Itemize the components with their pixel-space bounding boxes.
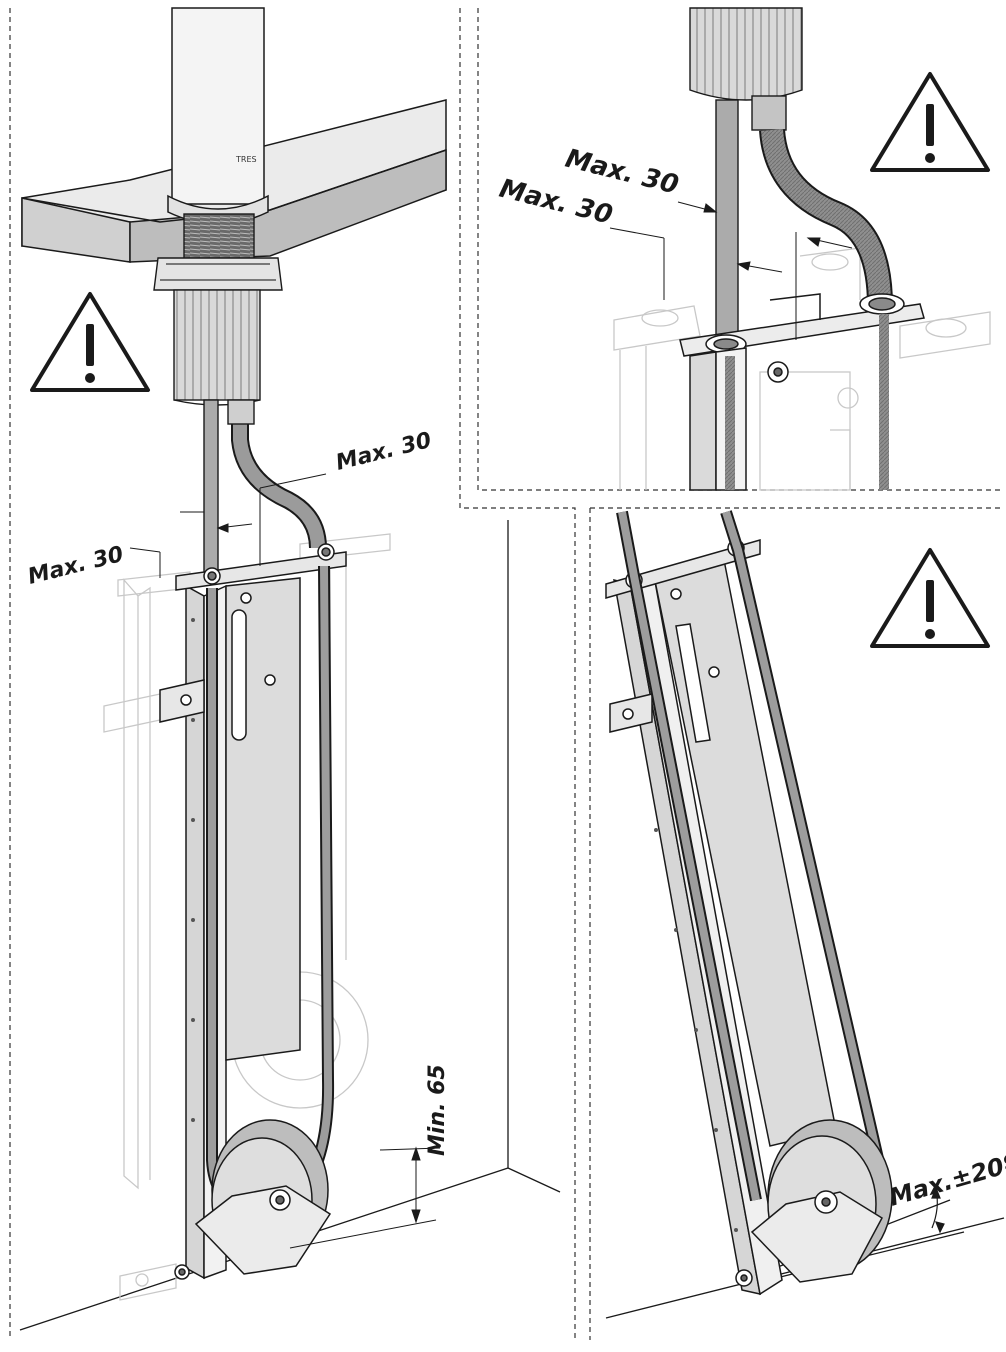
left-hose-spacing-label: Max. 30 [333,428,434,476]
faucet-body: TRES [167,7,269,225]
inset-panel: Max. 30 Max. 30 [496,7,991,491]
right-warning-icon [870,548,990,648]
left-warning-icon [30,292,150,392]
left-pipe-spacing-label: Max. 30 [25,542,126,590]
inset-ghost-frame [613,247,991,491]
left-dimensions [129,473,441,1249]
left-pipe [203,399,219,575]
inset-bracket [679,293,925,491]
svg-text:TRES: TRES [235,155,257,164]
inset-belts [725,314,889,490]
inset-pipe-spacing-lower-label: Max. 30 [496,174,615,231]
mounting-nut [153,213,283,406]
right-panel: Max.±20º [605,510,1006,1319]
inset-warning-icon [870,72,990,172]
left-panel: TRES [19,7,561,1331]
inset-labels: Max. 30 Max. 30 [496,144,681,231]
right-belts [616,510,888,1202]
left-hose [227,399,327,549]
left-floor-clearance-label: Min. 65 [425,1064,450,1156]
inset-pipe [715,99,739,339]
inset-dimensions [609,201,853,340]
left-panel-right-border [459,8,576,1340]
left-pulley [174,1119,332,1280]
inset-hose [759,128,893,307]
right-angle-dimension [931,1186,945,1234]
inset-collar [689,7,803,131]
right-pulley [735,1119,893,1287]
left-rail [159,543,347,1280]
